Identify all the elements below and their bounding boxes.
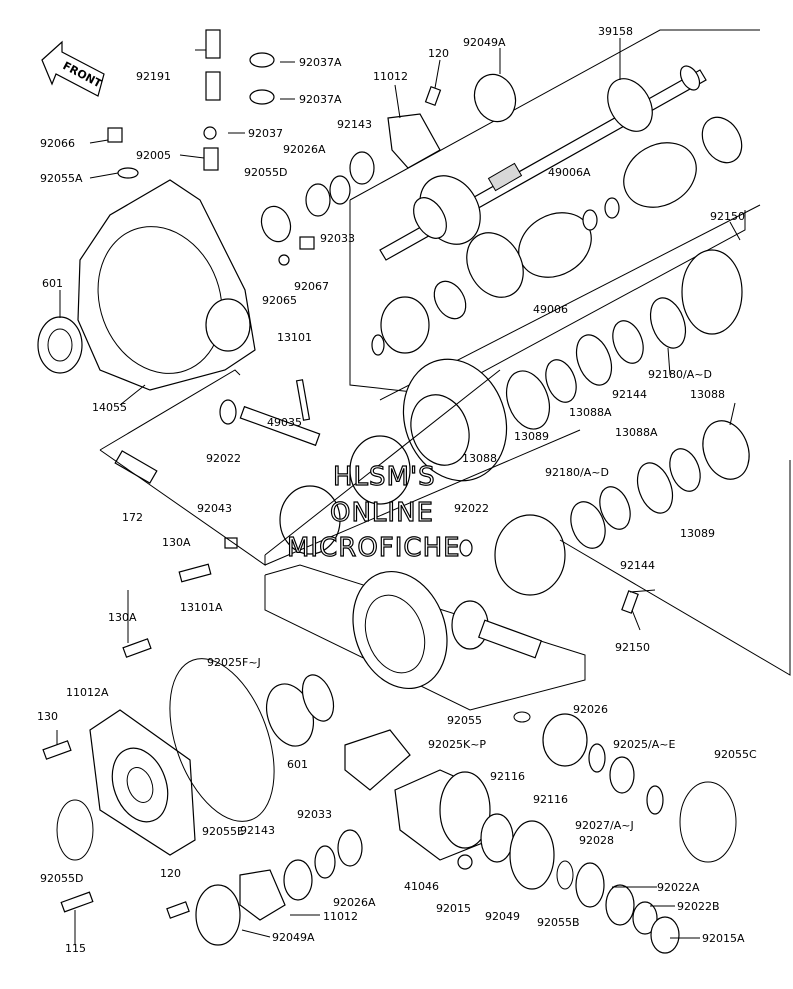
part-label: 14055	[92, 401, 127, 414]
part-label: 92025F~J	[207, 656, 261, 669]
part-label: 92055D	[244, 166, 287, 179]
part-label: 92144	[620, 559, 655, 572]
part-label: 13101A	[180, 601, 223, 614]
part-label: 92015A	[702, 932, 745, 945]
part-label: 92055E	[202, 825, 244, 838]
part-label: 13088	[690, 388, 725, 401]
upper-small-parts	[107, 29, 517, 266]
part-label: 120	[428, 47, 449, 60]
part-label: 601	[287, 758, 308, 771]
part-label: 92043	[197, 502, 232, 515]
part-label: 92049A	[463, 36, 506, 49]
part-label: 92026A	[333, 896, 376, 909]
part-label: 92033	[320, 232, 355, 245]
part-label: 11012	[323, 910, 358, 923]
part-label: 92180/A~D	[545, 466, 609, 479]
part-label: 92037	[248, 127, 283, 140]
part-label: 92022A	[657, 881, 700, 894]
part-label: 92116	[490, 770, 525, 783]
part-label: 13088	[462, 452, 497, 465]
part-label: 92065	[262, 294, 297, 307]
part-label: 39158	[598, 25, 633, 38]
part-label: 13089	[680, 527, 715, 540]
part-label: 92116	[533, 793, 568, 806]
part-label: 92022	[206, 452, 241, 465]
part-label: 92144	[612, 388, 647, 401]
part-label: 92037A	[299, 56, 342, 69]
cv-joint	[371, 116, 743, 356]
part-label: 601	[42, 277, 63, 290]
housing-14055	[37, 179, 256, 391]
part-label: 172	[122, 511, 143, 524]
part-label: 13088A	[615, 426, 658, 439]
ring-gear-13101A	[352, 570, 543, 690]
part-label: 13088A	[569, 406, 612, 419]
part-label: 130A	[108, 611, 137, 624]
part-label: 92026A	[283, 143, 326, 156]
part-label: 92055A	[40, 172, 83, 185]
part-label: 92005	[136, 149, 171, 162]
part-label: 92180/A~D	[648, 368, 712, 381]
watermark-line-3: MICROFICHE	[287, 533, 461, 563]
part-label: 92150	[710, 210, 745, 223]
part-labels: 39158 92191 92037A 92037A 92037 120 9204…	[37, 25, 757, 955]
part-label: 92028	[579, 834, 614, 847]
pinion-bearing-parts	[166, 674, 737, 954]
part-label: 92037A	[299, 93, 342, 106]
part-label: 92150	[615, 641, 650, 654]
part-label: 92191	[136, 70, 171, 83]
part-label: 92033	[297, 808, 332, 821]
watermark: HLSM'S ONLINE MICROFICHE	[286, 461, 461, 563]
part-label: 92143	[337, 118, 372, 131]
part-label: 13101	[277, 331, 312, 344]
part-label: 13089	[514, 430, 549, 443]
part-label: 92022	[454, 502, 489, 515]
part-label: 49006	[533, 303, 568, 316]
part-label: 130	[37, 710, 58, 723]
part-label: 92066	[40, 137, 75, 150]
part-label: 92049	[485, 910, 520, 923]
watermark-line-2: ONLINE	[330, 498, 434, 528]
part-label: 92055	[447, 714, 482, 727]
part-label: 92055C	[714, 748, 757, 761]
part-label: 11012A	[66, 686, 109, 699]
part-label: 130A	[162, 536, 191, 549]
differential-washers	[505, 249, 750, 549]
part-label: 115	[65, 942, 86, 955]
part-label: 92022B	[677, 900, 720, 913]
cover-11012A	[42, 638, 275, 913]
part-label: 49035	[267, 416, 302, 429]
part-label: 49006A	[548, 166, 591, 179]
differential-outline	[99, 369, 791, 711]
leader-lines	[56, 38, 741, 945]
part-label: 92067	[294, 280, 329, 293]
part-label: 41046	[404, 880, 439, 893]
part-label: 92049A	[272, 931, 315, 944]
part-label: 120	[160, 867, 181, 880]
part-label: 92055D	[40, 872, 83, 885]
part-label: 92055B	[537, 916, 580, 929]
part-label: 11012	[373, 70, 408, 83]
part-label: 92027/A~J	[575, 819, 634, 832]
front-arrow-icon: FRONT	[41, 40, 105, 97]
part-label: 92025K~P	[428, 738, 486, 751]
part-label: 92015	[436, 902, 471, 915]
part-label: 92026	[573, 703, 608, 716]
part-label: 92025/A~E	[613, 738, 675, 751]
part-label: 92143	[240, 824, 275, 837]
watermark-line-1: HLSM'S	[333, 462, 436, 492]
